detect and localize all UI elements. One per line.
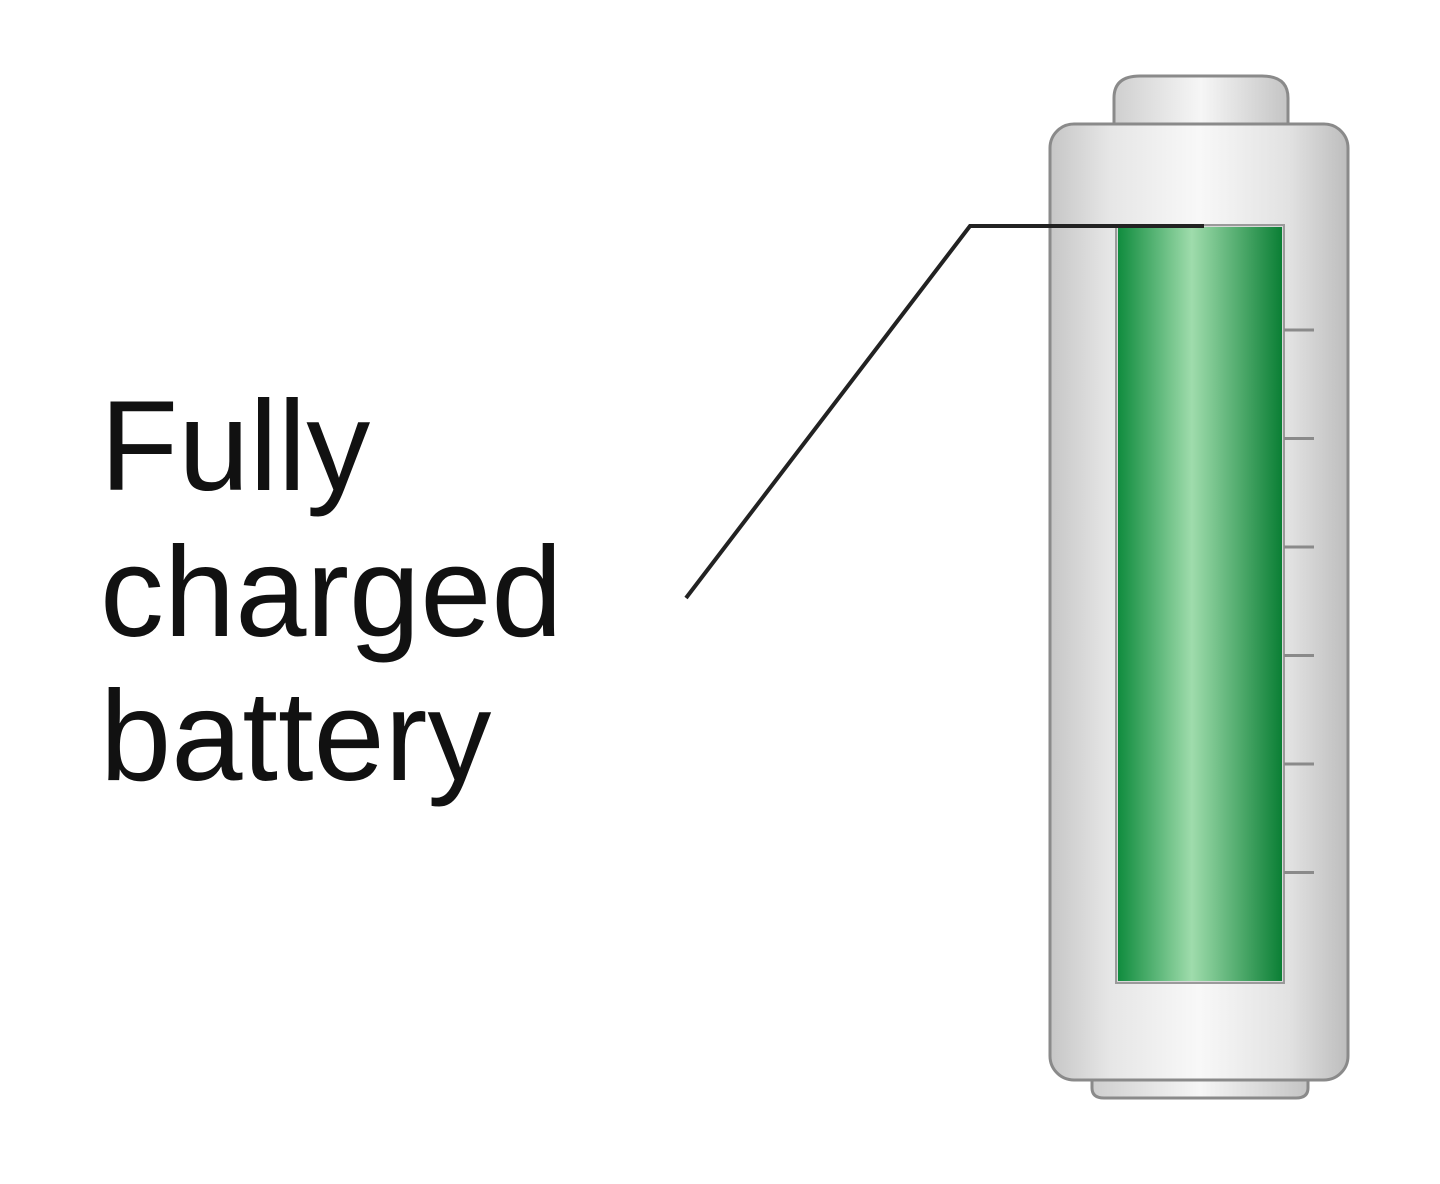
battery-charge-fill [1118,227,1282,981]
label-line-3: battery [100,665,491,808]
label-line-1: Fully [100,375,370,518]
battery-positive-terminal [1112,74,1290,130]
battery-level-ticks [1284,328,1314,874]
label-leader-line [684,224,1204,600]
battery-label: Fully charged battery [100,375,598,808]
label-line-2: charged [100,521,563,664]
